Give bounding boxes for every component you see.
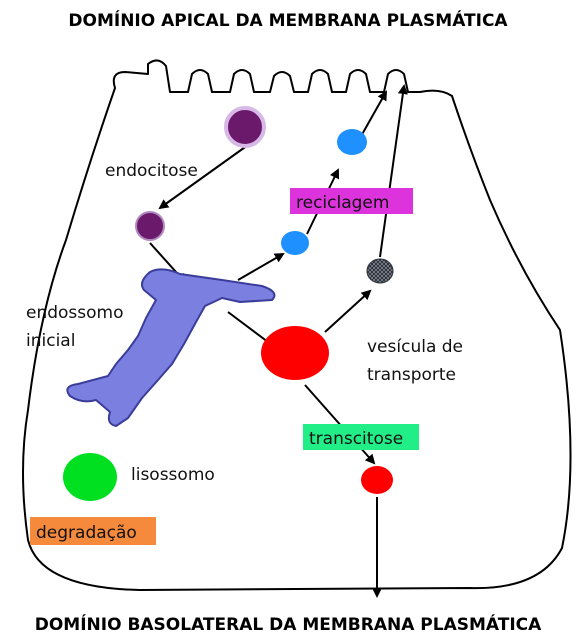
transcytotic-vesicle xyxy=(361,466,393,494)
degradacao-label: degradação xyxy=(36,523,137,543)
endocytic-vesicle-apical xyxy=(226,108,264,146)
endossomo-label-line1: endossomo xyxy=(26,303,124,323)
arrow-endosome-to-recycling xyxy=(238,254,283,280)
vesicula-label-line1: vesícula de xyxy=(367,337,463,357)
lysosome xyxy=(63,453,117,501)
recycling-vesicle-lower xyxy=(281,231,309,255)
cell-outline xyxy=(23,60,571,590)
hatched-vesicle xyxy=(367,259,393,283)
basolateral-domain-title: DOMÍNIO BASOLATERAL DA MEMBRANA PLASMÁTI… xyxy=(35,613,542,635)
vesicula-label-line2: transporte xyxy=(367,365,456,385)
arrow-recycling-up-2 xyxy=(360,92,386,138)
transcitose-label: transcitose xyxy=(309,429,403,449)
recycling-vesicle-upper xyxy=(337,129,367,155)
reciclagem-label: reciclagem xyxy=(296,193,389,213)
endocytic-vesicle-mid xyxy=(136,212,164,240)
lisossomo-label: lisossomo xyxy=(131,465,215,485)
endocitose-label: endocitose xyxy=(105,161,198,181)
arrow-hatched-to-apical xyxy=(380,86,404,257)
apical-domain-title: DOMÍNIO APICAL DA MEMBRANA PLASMÁTICA xyxy=(68,9,508,31)
arrow-transport-to-hatched xyxy=(325,291,370,332)
early-endosome xyxy=(67,269,274,426)
endossomo-label-line2: inicial xyxy=(26,331,75,351)
transport-vesicle xyxy=(261,326,329,380)
